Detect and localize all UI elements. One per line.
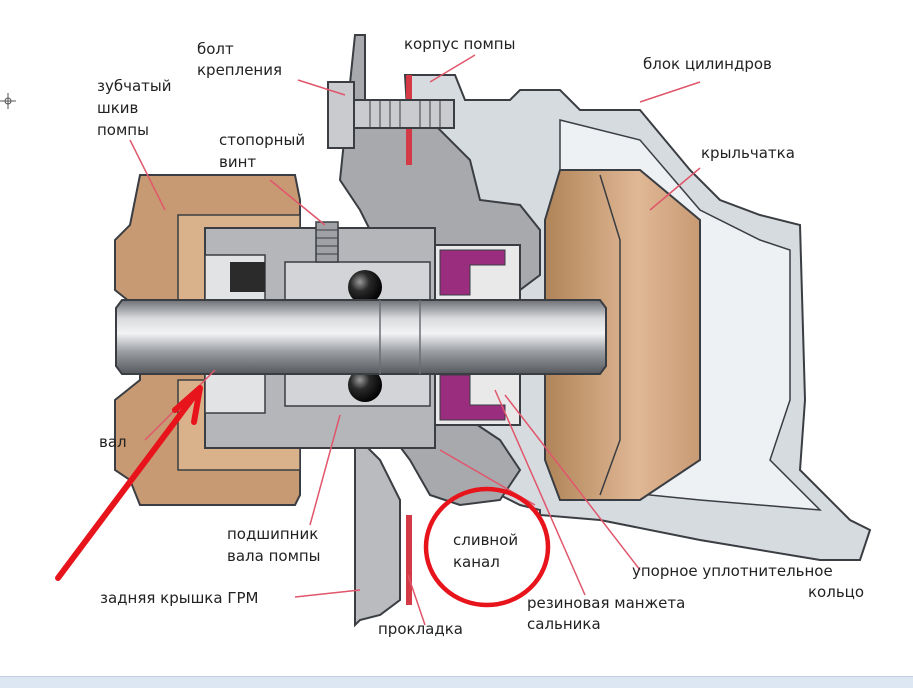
set-screw: [315, 221, 339, 263]
label-cylinder-block: блок цилиндров: [643, 55, 772, 73]
label-drain-channel-line2: канал: [453, 553, 500, 571]
label-impeller: крыльчатка: [701, 144, 795, 162]
label-bearing-line2: вала помпы: [227, 547, 321, 565]
label-set-screw-line1: стопорный: [219, 131, 306, 149]
label-bolt-line1: болт: [197, 40, 234, 58]
crosshair-icon: [0, 93, 16, 109]
label-rubber-cuff-line2: сальника: [527, 615, 601, 633]
highlight-annotations: [55, 385, 551, 608]
label-bolt-line2: крепления: [197, 61, 283, 79]
bottom-bar: [0, 676, 913, 688]
oil-seal: [434, 244, 521, 426]
label-drain-channel-line1: сливной: [453, 531, 519, 549]
bolt: [327, 81, 455, 149]
label-pump-housing: корпус помпы: [404, 35, 516, 53]
label-pulley-line1: зубчатый: [97, 77, 172, 95]
label-rubber-cuff-line1: резиновая манжета: [527, 594, 686, 612]
label-shaft: вал: [99, 433, 127, 451]
label-set-screw-line2: винт: [219, 153, 257, 171]
leader-lines: [129, 54, 701, 626]
label-thrust-ring-line2: кольцо: [808, 583, 865, 601]
label-timing-cover: задняя крышка ГРМ: [100, 589, 259, 607]
label-pulley-line2: шкив: [97, 99, 139, 117]
pump-shaft: [115, 299, 607, 375]
label-pulley-line3: помпы: [97, 121, 149, 139]
label-gasket: прокладка: [378, 620, 463, 638]
label-bearing-line1: подшипник: [227, 525, 319, 543]
label-thrust-ring-line1: упорное уплотнительное: [632, 562, 833, 580]
